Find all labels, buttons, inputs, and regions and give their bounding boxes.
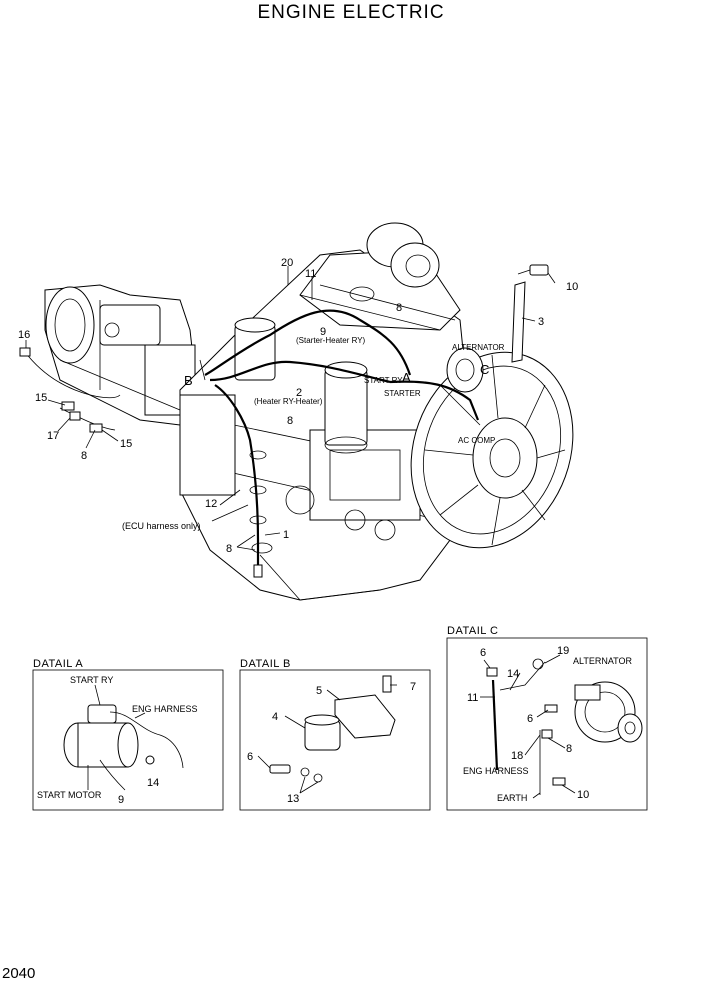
- callout-8: 8: [396, 302, 402, 314]
- callout-16: 16: [18, 329, 30, 341]
- heater-relay-illustration: [269, 675, 396, 783]
- sensor-cable: [19, 347, 121, 433]
- detail-c-frame: [446, 637, 648, 811]
- detail-c-callout-19: 19: [557, 645, 569, 657]
- callout-9: 9: [320, 326, 326, 338]
- detail-a-start-ry: START RY: [70, 675, 113, 685]
- callout-20: 20: [281, 257, 293, 269]
- detail-c: DATAIL C 6 19 14 11: [446, 625, 648, 811]
- detail-c-eng-harness: ENG HARNESS: [463, 766, 529, 776]
- callout-B: B: [184, 373, 193, 388]
- detail-b-callout-4: 4: [272, 711, 278, 723]
- callout-8: 8: [226, 543, 232, 555]
- callout-C: C: [480, 362, 489, 377]
- detail-b-callout-13: 13: [287, 793, 299, 805]
- detail-c-callout-6b: 6: [527, 713, 533, 725]
- callout-10: 10: [566, 281, 578, 293]
- turbocharger: [349, 222, 440, 302]
- callout-3: 3: [538, 316, 544, 328]
- callout-17: 17: [47, 430, 59, 442]
- bracket: [511, 281, 526, 363]
- detail-b: DATAIL B 5 7 4 6 13: [239, 658, 431, 811]
- cooling-fan: [410, 351, 574, 549]
- callout-12: 12: [205, 498, 217, 510]
- detail-c-callout-6: 6: [480, 647, 486, 659]
- detail-c-callout-11: 11: [467, 692, 478, 704]
- main-callouts: 20 11 8 9 10 3 16 15 17 8 15 B 2 8 A C 1…: [18, 257, 578, 555]
- callout-8: 8: [81, 450, 87, 462]
- wiring-harness: [199, 309, 480, 575]
- callout-11: 11: [305, 268, 316, 280]
- detail-a-eng-harness: ENG HARNESS: [132, 704, 198, 714]
- harness-clamps: [249, 450, 273, 578]
- detail-c-callout-18: 18: [511, 750, 523, 762]
- detail-a-callout-9: 9: [118, 794, 124, 806]
- detail-b-callout-6: 6: [247, 751, 253, 763]
- detail-a-start-motor: START MOTOR: [37, 790, 102, 800]
- page-title: ENGINE ELECTRIC: [257, 2, 445, 23]
- label-starter-heater-ry: (Starter-Heater RY): [296, 336, 366, 345]
- alternator-illustration: [574, 681, 643, 743]
- label-alternator: ALTERNATOR: [452, 343, 505, 352]
- harness-and-earth: [486, 658, 566, 795]
- callout-2: 2: [296, 387, 302, 399]
- callout-A: A: [402, 370, 411, 385]
- label-heater-ry-heater: (Heater RY-Heater): [254, 397, 323, 406]
- detail-a-header: DATAIL A: [33, 658, 83, 670]
- page-number: 2040: [2, 965, 36, 982]
- label-start-ry: START RY: [364, 376, 403, 385]
- leader-lines: [25, 266, 556, 551]
- label-ecu-harness-only: (ECU harness only): [122, 521, 201, 531]
- detail-c-alternator: ALTERNATOR: [573, 656, 633, 666]
- detail-a-frame: [32, 669, 224, 811]
- detail-a: DATAIL A START RY ENG HARNESS START MOTO…: [32, 658, 224, 811]
- start-motor-illustration: [63, 704, 184, 791]
- detail-b-header: DATAIL B: [240, 658, 291, 670]
- detail-b-frame: [239, 669, 431, 811]
- label-starter: STARTER: [384, 389, 421, 398]
- callout-1: 1: [283, 529, 289, 541]
- detail-a-callout-14: 14: [147, 777, 159, 789]
- detail-c-callout-10: 10: [577, 789, 589, 801]
- detail-c-callout-14: 14: [507, 668, 519, 680]
- main-labels: (Starter-Heater RY) (Heater RY-Heater) S…: [122, 336, 505, 531]
- detail-c-header: DATAIL C: [447, 625, 498, 637]
- detail-c-callout-8: 8: [566, 743, 572, 755]
- callout-15: 15: [120, 438, 132, 450]
- callout-8: 8: [287, 415, 293, 427]
- bolt: [517, 264, 549, 276]
- engine-illustration: [19, 222, 574, 601]
- detail-c-earth: EARTH: [497, 793, 527, 803]
- alternator-on-engine: [446, 347, 484, 393]
- hydraulic-pump: [44, 284, 201, 426]
- callout-15: 15: [35, 392, 47, 404]
- detail-b-callout-5: 5: [316, 685, 322, 697]
- label-ac-comp: AC COMP: [458, 436, 495, 445]
- detail-b-callout-7: 7: [410, 681, 416, 693]
